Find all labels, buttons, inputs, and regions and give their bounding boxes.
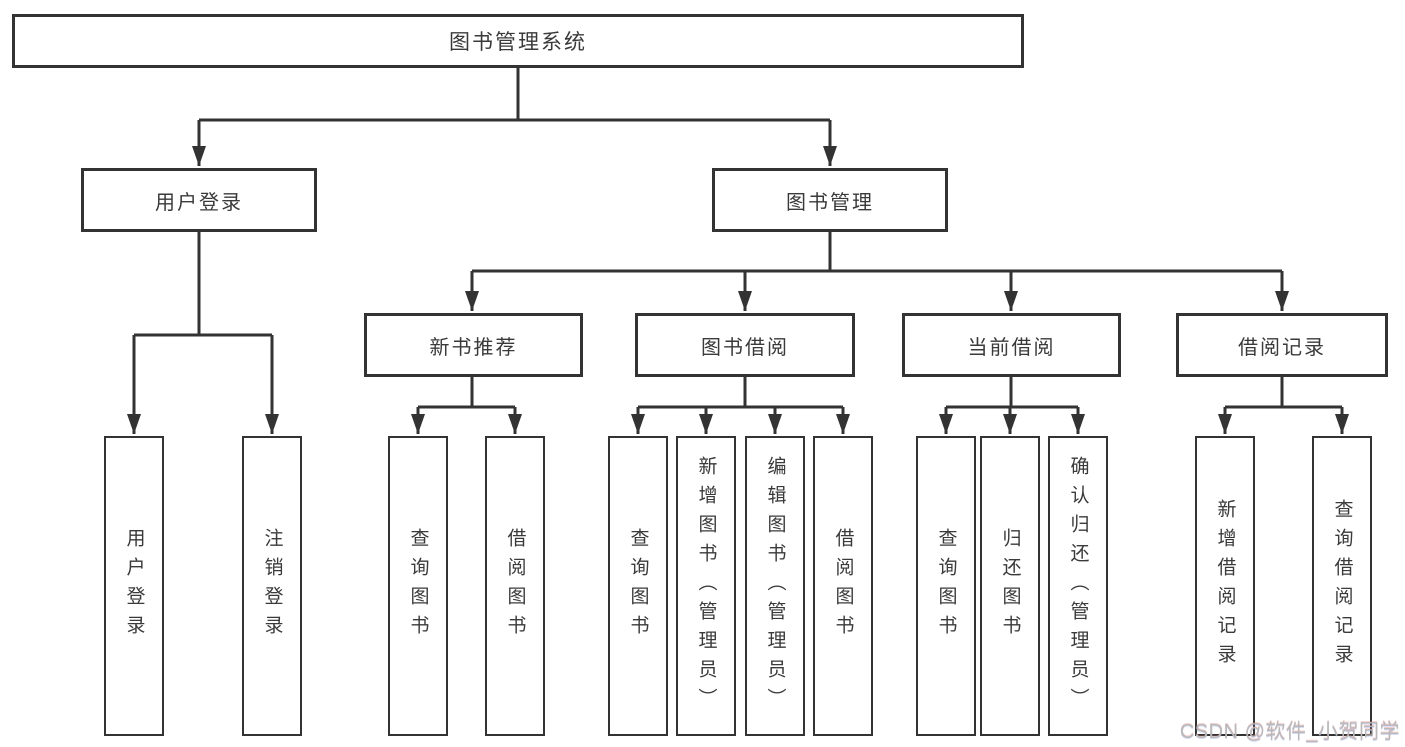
leaf-add-book-admin: 新增图书（管理员） — [676, 436, 736, 736]
leaf-user-login: 用户登录 — [104, 436, 164, 736]
node-library-management-system: 图书管理系统 — [12, 14, 1024, 68]
leaf-logout: 注销登录 — [242, 436, 302, 736]
node-book-borrowing: 图书借阅 — [635, 313, 855, 377]
leaf-query-books-recommend: 查询图书 — [388, 436, 448, 736]
leaf-confirm-return-admin: 确认归还（管理员） — [1048, 436, 1108, 736]
node-user-login: 用户登录 — [81, 168, 317, 232]
watermark: CSDN @软件_小贺同学 — [1179, 721, 1400, 743]
leaf-query-borrow-record: 查询借阅记录 — [1312, 436, 1372, 736]
node-borrowing-records: 借阅记录 — [1176, 313, 1388, 377]
node-new-book-recommendation: 新书推荐 — [364, 313, 583, 377]
leaf-borrow-books-borrowing: 借阅图书 — [813, 436, 873, 736]
leaf-add-borrow-record: 新增借阅记录 — [1195, 436, 1255, 736]
leaf-edit-book-admin: 编辑图书（管理员） — [745, 436, 805, 736]
leaf-query-books-current: 查询图书 — [916, 436, 976, 736]
node-book-management: 图书管理 — [712, 168, 948, 232]
leaf-borrow-books-recommend: 借阅图书 — [485, 436, 545, 736]
leaf-query-books-borrowing: 查询图书 — [608, 436, 668, 736]
node-current-borrowing: 当前借阅 — [902, 313, 1121, 377]
leaf-return-books: 归还图书 — [980, 436, 1040, 736]
